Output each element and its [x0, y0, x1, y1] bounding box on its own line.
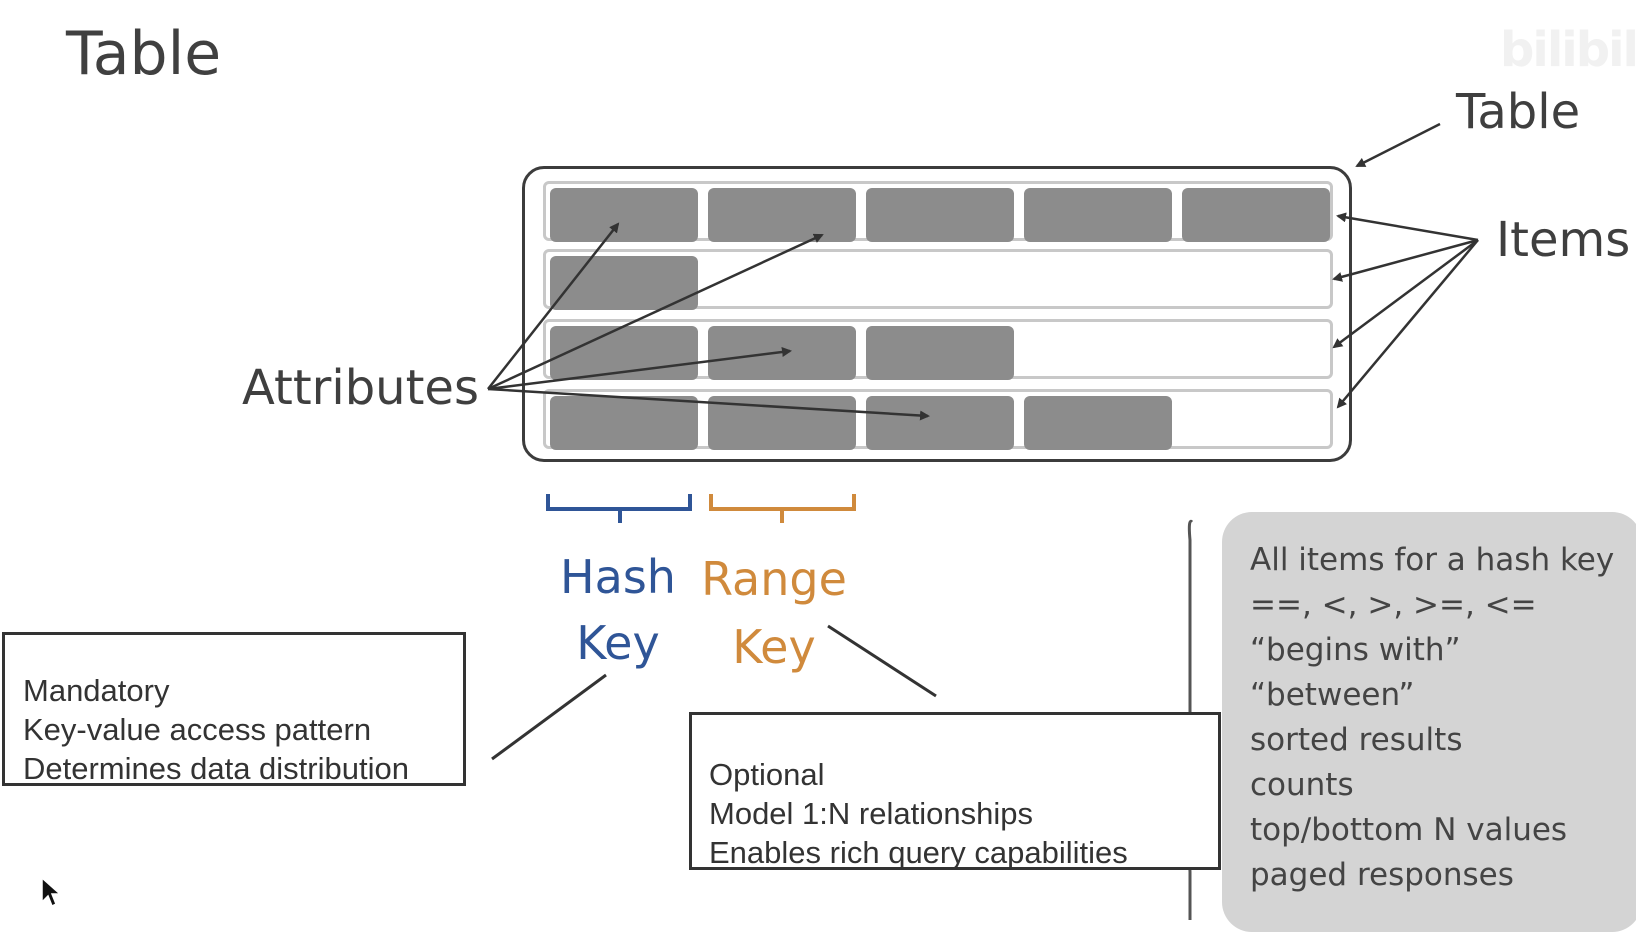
- attributes-label: Attributes: [242, 360, 479, 416]
- attribute-cell: [866, 326, 1014, 380]
- attribute-cell: [550, 256, 698, 310]
- range-key-label-line1: Range: [701, 552, 847, 606]
- attribute-cell: [1024, 188, 1172, 242]
- items-label: Items: [1496, 212, 1631, 268]
- capability-item: top/bottom N values: [1250, 812, 1568, 848]
- range-key-note: Optional Model 1:N relationships Enables…: [689, 712, 1221, 870]
- capability-item: “between”: [1250, 677, 1415, 713]
- range-note-connector: [827, 624, 937, 698]
- items-arrows: [1332, 212, 1479, 409]
- attribute-cell: [708, 188, 856, 242]
- range-note-line: Enables rich query capabilities: [709, 835, 1128, 870]
- hash-key-label-line2: Key: [576, 616, 660, 670]
- item-row: [543, 249, 1333, 310]
- item-row: [543, 319, 1333, 380]
- attribute-cell: [550, 188, 698, 242]
- hash-note-line: Determines data distribution: [23, 751, 409, 786]
- hash-key-note: Mandatory Key-value access pattern Deter…: [2, 632, 466, 786]
- range-key-brace: [709, 494, 856, 523]
- hash-note-line: Key-value access pattern: [23, 712, 372, 747]
- query-capabilities-panel: All items for a hash key ==, <, >, >=, <…: [1222, 512, 1636, 932]
- capability-item: paged responses: [1250, 857, 1514, 893]
- table-arrow: [1355, 122, 1441, 168]
- hash-note-line: Mandatory: [23, 673, 170, 708]
- attribute-cell: [1182, 188, 1330, 242]
- item-row: [543, 389, 1333, 450]
- hash-key-brace: [546, 494, 692, 523]
- capability-item: “begins with”: [1250, 632, 1461, 668]
- range-key-label-line2: Key: [732, 620, 816, 674]
- bilibili-watermark: bilibili: [1500, 22, 1636, 78]
- capability-item: sorted results: [1250, 722, 1463, 758]
- attribute-cell: [550, 396, 698, 450]
- attribute-cell: [866, 188, 1014, 242]
- attributes-arrows: [487, 222, 930, 421]
- slide-title: Table: [66, 19, 222, 89]
- hash-note-connector: [491, 673, 607, 761]
- attribute-cell: [1024, 396, 1172, 450]
- hash-key-label-line1: Hash: [560, 550, 676, 604]
- capability-item: All items for a hash key: [1250, 542, 1615, 578]
- item-row: [543, 181, 1333, 242]
- capability-item: ==, <, >, >=, <=: [1250, 587, 1537, 623]
- capability-item: counts: [1250, 767, 1354, 803]
- range-note-line: Optional: [709, 757, 825, 792]
- table-label: Table: [1456, 84, 1581, 140]
- table-diagram: [522, 166, 1352, 462]
- attribute-cell: [866, 396, 1014, 450]
- range-note-line: Model 1:N relationships: [709, 796, 1033, 831]
- mouse-pointer-icon: [41, 876, 62, 908]
